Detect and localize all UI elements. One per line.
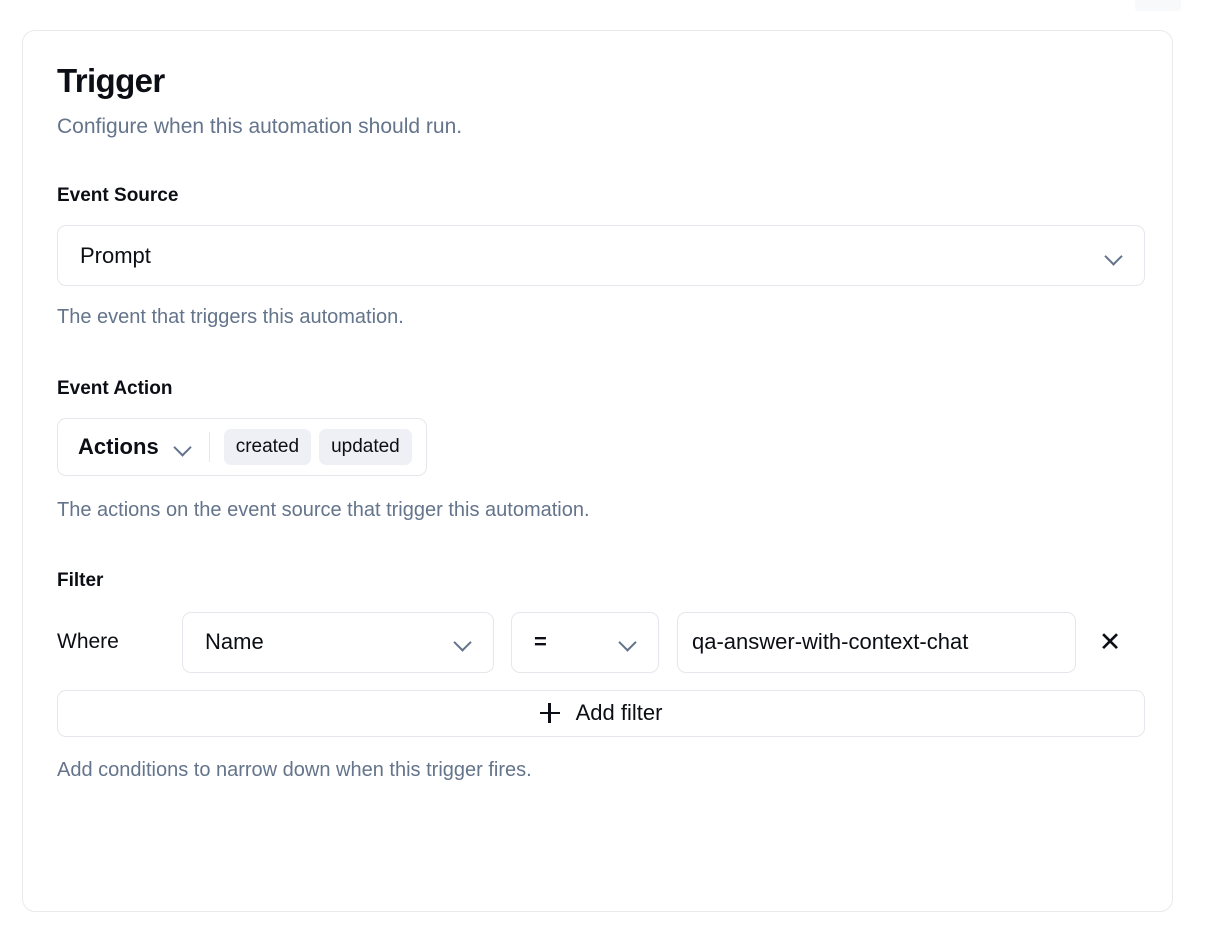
actions-dropdown-label: Actions (78, 433, 159, 459)
event-source-label: Event Source (57, 185, 179, 207)
add-filter-label: Add filter (575, 700, 663, 726)
filter-field-value: Name (205, 629, 264, 655)
filter-helper: Add conditions to narrow down when this … (57, 758, 532, 781)
action-chip-updated[interactable]: updated (319, 428, 412, 465)
filter-section: Filter Where Name = ✕ Add filter Add con… (57, 569, 1145, 783)
chevron-down-icon (453, 632, 473, 652)
where-label: Where (57, 630, 119, 654)
filter-row: Where Name = ✕ (57, 611, 1138, 673)
card-subtitle: Configure when this automation should ru… (57, 114, 463, 138)
event-source-helper: The event that triggers this automation. (57, 306, 404, 328)
chevron-down-icon (1104, 246, 1124, 266)
filter-label: Filter (57, 569, 104, 591)
event-action-section: Event Action Actions created updated The… (57, 378, 1138, 523)
chevron-down-icon (618, 632, 638, 652)
event-action-label: Event Action (57, 378, 173, 399)
remove-filter-button[interactable]: ✕ (1092, 624, 1128, 660)
filter-operator-value: = (534, 629, 547, 655)
event-source-section: Event Source Prompt The event that trigg… (57, 185, 1145, 330)
event-source-value: Prompt (80, 242, 151, 268)
filter-value-input[interactable] (677, 611, 1076, 673)
event-source-select[interactable]: Prompt (57, 225, 1145, 286)
trigger-card: Trigger Configure when this automation s… (22, 30, 1173, 912)
filter-operator-select[interactable]: = (511, 611, 659, 673)
plus-icon (539, 703, 560, 724)
action-chip-list: created updated (223, 428, 412, 465)
filter-field-select[interactable]: Name (182, 611, 494, 673)
event-action-control: Actions created updated (57, 417, 427, 476)
divider (208, 431, 210, 462)
chevron-down-icon (173, 437, 193, 457)
cut-off-element-artifact (1135, 0, 1181, 11)
page-title: Trigger (57, 62, 165, 99)
actions-dropdown[interactable]: Actions (78, 434, 209, 460)
add-filter-button[interactable]: Add filter (57, 689, 1145, 737)
event-action-helper: The actions on the event source that tri… (57, 498, 590, 521)
action-chip-created[interactable]: created (223, 428, 312, 465)
